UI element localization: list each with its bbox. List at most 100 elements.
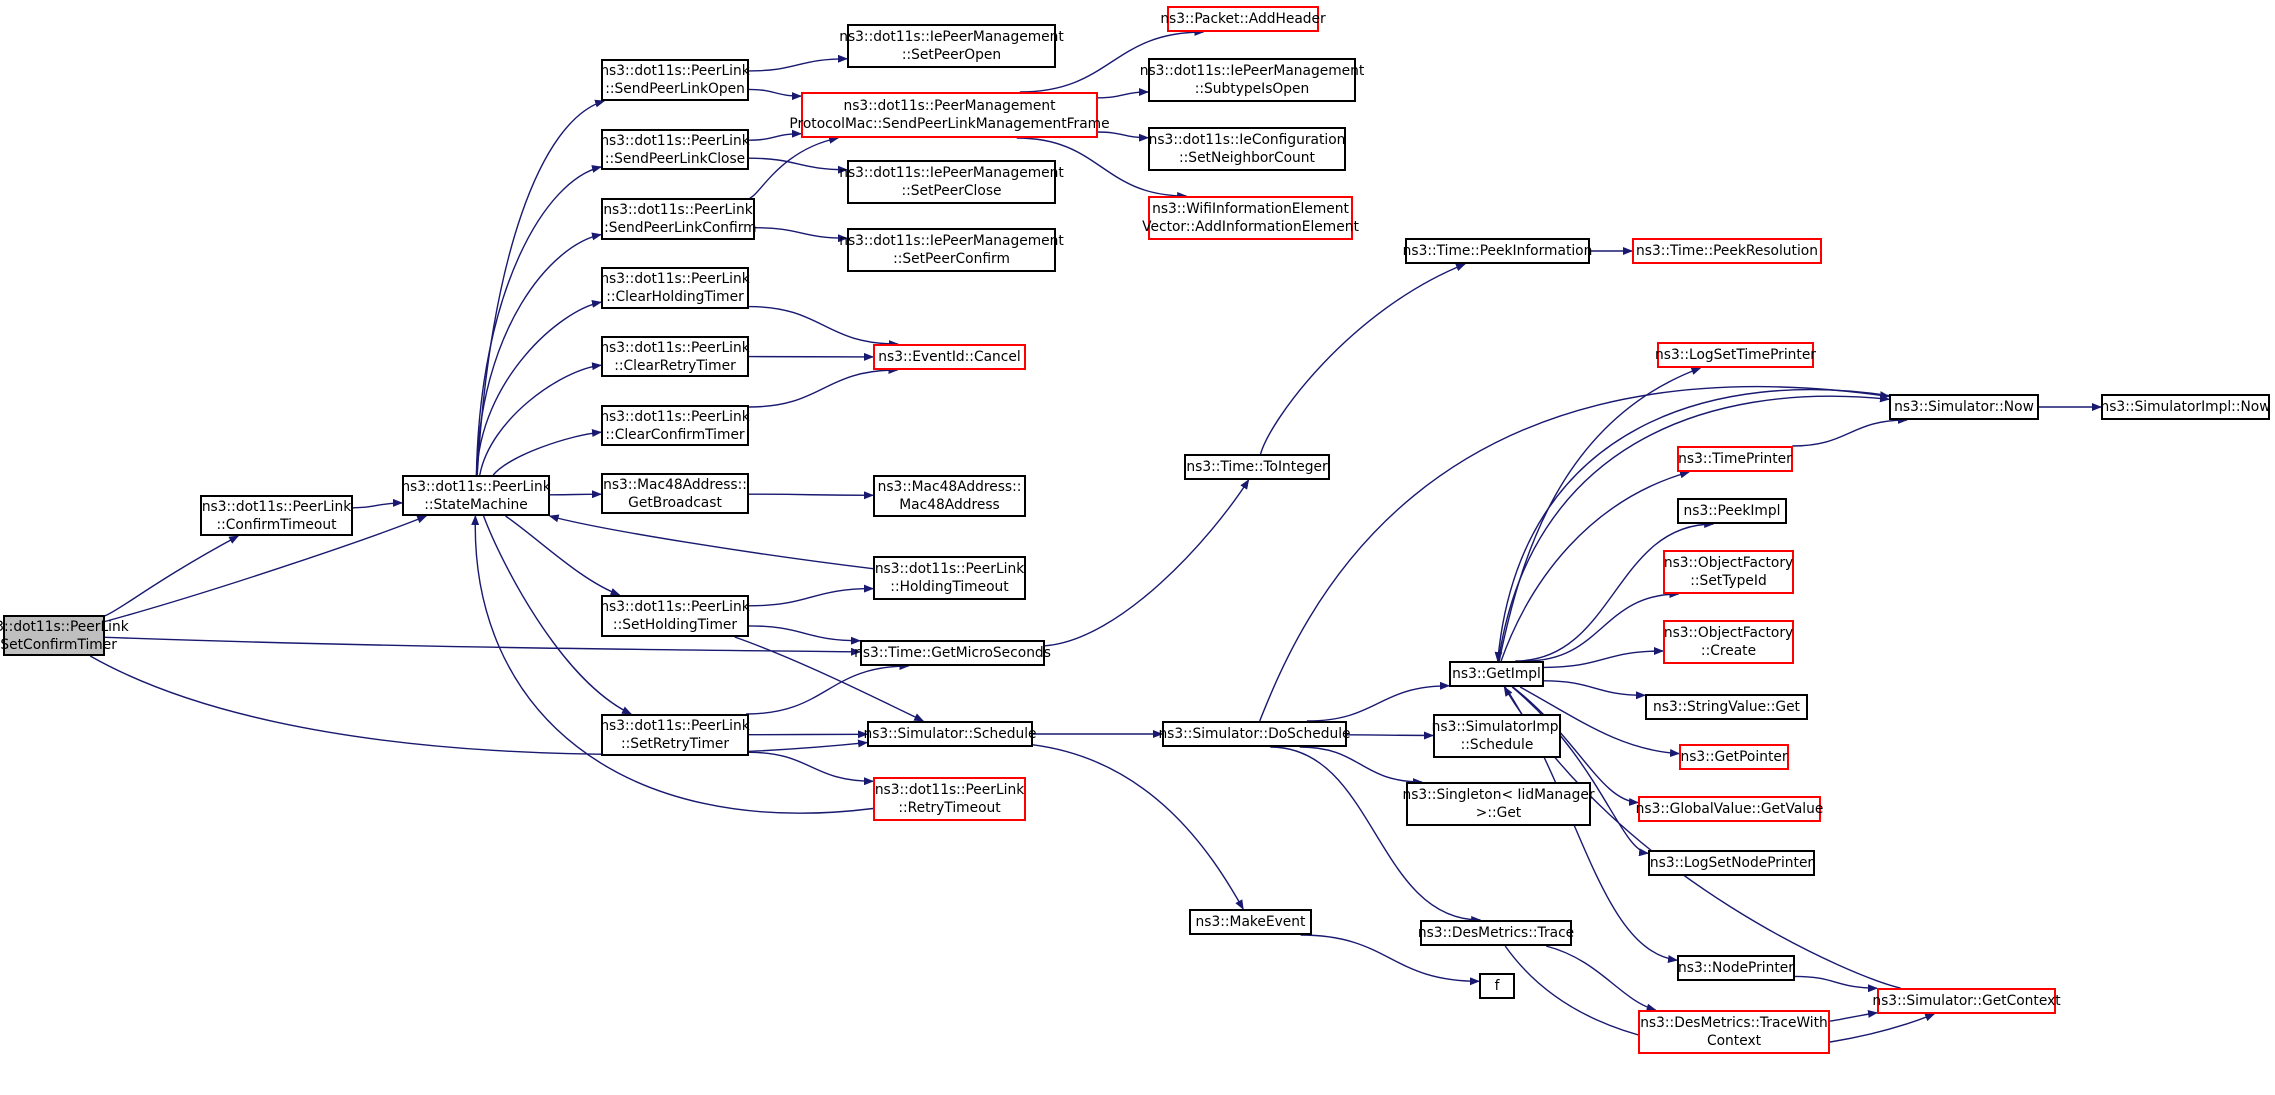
edge-simNow-to-getImpl <box>1494 388 1890 662</box>
edge-stateMachine-to-clearHolding <box>476 299 602 476</box>
node-addHeader[interactable]: ns3::Packet::AddHeader <box>1160 6 1326 32</box>
edge-simGetContext-to-getImpl <box>1503 686 1901 989</box>
node-label-line: ::SetPeerOpen <box>901 47 1002 63</box>
edge-clearConfirm-to-cancel <box>748 366 899 408</box>
node-logSetNode[interactable]: ns3::LogSetNodePrinter <box>1648 850 1815 876</box>
node-label-line: ::SetNeighborCount <box>1179 150 1315 166</box>
node-label-line: ns3::Simulator::GetContext <box>1872 993 2061 1009</box>
node-schedule[interactable]: ns3::Simulator::Schedule <box>863 721 1037 747</box>
node-label-line: ns3::DesMetrics::TraceWith <box>1640 1015 1828 1031</box>
node-stringGet[interactable]: ns3::StringValue::Get <box>1645 694 1808 720</box>
node-setPeerOpen[interactable]: ns3::dot11s::IePeerManagement::SetPeerOp… <box>839 24 1064 68</box>
edge-nodePrinter-to-simGetContext <box>1794 975 1878 993</box>
node-label-line: ::SetTypeId <box>1690 573 1767 589</box>
edge-getImpl-to-logSetTime <box>1498 367 1702 662</box>
node-stateMachine[interactable]: ns3::dot11s::PeerLink::StateMachine <box>401 475 551 516</box>
node-clearRetry[interactable]: ns3::dot11s::PeerLink::ClearRetryTimer <box>600 336 750 377</box>
node-setHolding[interactable]: ns3::dot11s::PeerLink::SetHoldingTimer <box>600 595 750 637</box>
node-logSetTime[interactable]: ns3::LogSetTimePrinter <box>1655 342 1816 368</box>
node-fNode[interactable]: f <box>1479 973 1515 999</box>
node-simImplNow[interactable]: ns3::SimulatorImpl::Now <box>2100 394 2271 420</box>
node-getMicro[interactable]: ns3::Time::GetMicroSeconds <box>854 640 1051 666</box>
node-label-line: ns3::GlobalValue::GetValue <box>1635 801 1824 817</box>
node-setPeerClose[interactable]: ns3::dot11s::IePeerManagement::SetPeerCl… <box>839 160 1064 204</box>
edge-stateMachine-to-clearRetry <box>479 362 602 476</box>
node-mac48[interactable]: ns3::Mac48Address::Mac48Address <box>873 475 1026 517</box>
edge-sendOpen-to-sendMgmtFrame <box>748 88 802 101</box>
node-sendClose[interactable]: ns3::dot11s::PeerLink::SendPeerLinkClose <box>600 129 750 170</box>
node-getPointer[interactable]: ns3::GetPointer <box>1679 744 1789 770</box>
node-label-line: ::ConfirmTimeout <box>216 516 337 533</box>
node-holdingTimeout[interactable]: ns3::dot11s::PeerLink::HoldingTimeout <box>873 556 1026 600</box>
edge-toInteger-to-peekInfo <box>1259 263 1466 455</box>
node-label-line: ::SendPeerLinkClose <box>604 150 746 167</box>
node-setPeerConfirm[interactable]: ns3::dot11s::IePeerManagement::SetPeerCo… <box>839 228 1064 272</box>
node-clearHolding[interactable]: ns3::dot11s::PeerLink::ClearHoldingTimer <box>600 267 750 309</box>
node-timePrinter[interactable]: ns3::TimePrinter <box>1677 446 1793 472</box>
node-getBroadcast[interactable]: ns3::Mac48Address::GetBroadcast <box>601 473 749 514</box>
edge-root-to-getMicro <box>104 636 861 656</box>
node-label-line: ::SendPeerLinkOpen <box>605 81 745 97</box>
node-label-line: ns3::ObjectFactory <box>1663 625 1794 641</box>
node-makeEvent[interactable]: ns3::MakeEvent <box>1189 909 1312 935</box>
node-simImplSchedule[interactable]: ns3::SimulatorImpl::Schedule <box>1431 714 1563 758</box>
node-nodePrinter[interactable]: ns3::NodePrinter <box>1677 955 1795 981</box>
edge-sendMgmtFrame-to-addInfoElem <box>1016 137 1188 200</box>
node-label-line: ns3::WifiInformationElement <box>1152 201 1349 217</box>
node-sendConfirm[interactable]: ns3::dot11s::PeerLink::SendPeerLinkConfi… <box>599 198 757 240</box>
node-confirmTimeout[interactable]: ns3::dot11s::PeerLink::ConfirmTimeout <box>200 495 353 536</box>
node-label-line: ns3::Mac48Address:: <box>877 479 1022 495</box>
node-cancel[interactable]: ns3::EventId::Cancel <box>873 344 1026 370</box>
edge-stateMachine-to-setHolding <box>505 515 621 596</box>
node-label-line: ::Schedule <box>1460 737 1534 753</box>
edge-confirmTimeout-to-stateMachine <box>352 498 403 509</box>
node-simGetContext[interactable]: ns3::Simulator::GetContext <box>1872 988 2061 1014</box>
edge-root-to-stateMachine <box>104 515 428 623</box>
node-peekInfo[interactable]: ns3::Time::PeekInformation <box>1403 238 1592 264</box>
edge-getImpl-to-getPointer <box>1519 686 1680 758</box>
node-label-line: ::Create <box>1700 643 1757 659</box>
node-toInteger[interactable]: ns3::Time::ToInteger <box>1184 454 1330 480</box>
node-setRetry[interactable]: ns3::dot11s::PeerLink::SetRetryTimer <box>600 714 750 756</box>
edge-sendMgmtFrame-to-setNeighbor <box>1097 131 1149 142</box>
node-retryTimeout[interactable]: ns3::dot11s::PeerLink::RetryTimeout <box>873 777 1026 821</box>
node-getImpl[interactable]: ns3::GetImpl <box>1449 661 1544 687</box>
node-ofSetTypeId[interactable]: ns3::ObjectFactory::SetTypeId <box>1663 550 1794 594</box>
node-label-line: ns3::SimulatorImpl <box>1431 719 1563 735</box>
edge-timePrinter-to-simNow <box>1792 416 1908 447</box>
node-label-line: ns3::dot11s::PeerLink <box>600 339 750 356</box>
edge-getMicro-to-toInteger <box>1044 479 1250 647</box>
node-label-line: ProtocolMac::SendPeerLinkManagementFrame <box>789 116 1110 132</box>
node-subtypeOpen[interactable]: ns3::dot11s::IePeerManagement::SubtypeIs… <box>1140 58 1364 102</box>
node-clearConfirm[interactable]: ns3::dot11s::PeerLink::ClearConfirmTimer <box>600 405 750 446</box>
node-peekImpl[interactable]: ns3::PeekImpl <box>1677 498 1787 524</box>
edge-sendMgmtFrame-to-subtypeOpen <box>1097 88 1149 99</box>
node-label-line: ns3::dot11s::IePeerManagement <box>839 165 1064 181</box>
edge-getImpl-to-simNow <box>1497 394 1890 662</box>
node-simNow[interactable]: ns3::Simulator::Now <box>1889 394 2039 420</box>
edge-getImpl-to-ofCreate <box>1543 647 1664 669</box>
node-peekRes[interactable]: ns3::Time::PeekResolution <box>1632 238 1822 264</box>
node-label-line: ns3::dot11s::PeerLink <box>600 63 750 79</box>
node-label-line: ::ClearConfirmTimer <box>605 426 745 443</box>
edge-stateMachine-to-setRetry <box>482 515 633 715</box>
node-label-line: f <box>1494 978 1500 994</box>
node-root[interactable]: ns3::dot11s::PeerLink::SetConfirmTimer <box>0 615 129 656</box>
node-sendOpen[interactable]: ns3::dot11s::PeerLink::SendPeerLinkOpen <box>600 59 750 101</box>
node-label-line: ns3::GetPointer <box>1680 749 1788 765</box>
node-label-line: ::StateMachine <box>424 496 528 513</box>
edge-getBroadcast-to-mac48 <box>748 491 874 500</box>
node-ofCreate[interactable]: ns3::ObjectFactory::Create <box>1663 620 1794 664</box>
node-label-line: ::ClearHoldingTimer <box>606 289 744 305</box>
edge-stateMachine-to-sendOpen <box>476 99 606 476</box>
node-label-line: ns3::dot11s::IePeerManagement <box>839 29 1064 45</box>
edge-schedule-to-makeEvent <box>1032 744 1244 910</box>
node-globalGet[interactable]: ns3::GlobalValue::GetValue <box>1635 796 1824 822</box>
node-setNeighbor[interactable]: ns3::dot11s::IeConfiguration::SetNeighbo… <box>1148 127 1346 171</box>
node-desTrace[interactable]: ns3::DesMetrics::Trace <box>1418 920 1574 946</box>
node-doSchedule[interactable]: ns3::Simulator::DoSchedule <box>1158 721 1351 747</box>
node-singleton[interactable]: ns3::Singleton< IidManager>::Get <box>1402 782 1595 826</box>
